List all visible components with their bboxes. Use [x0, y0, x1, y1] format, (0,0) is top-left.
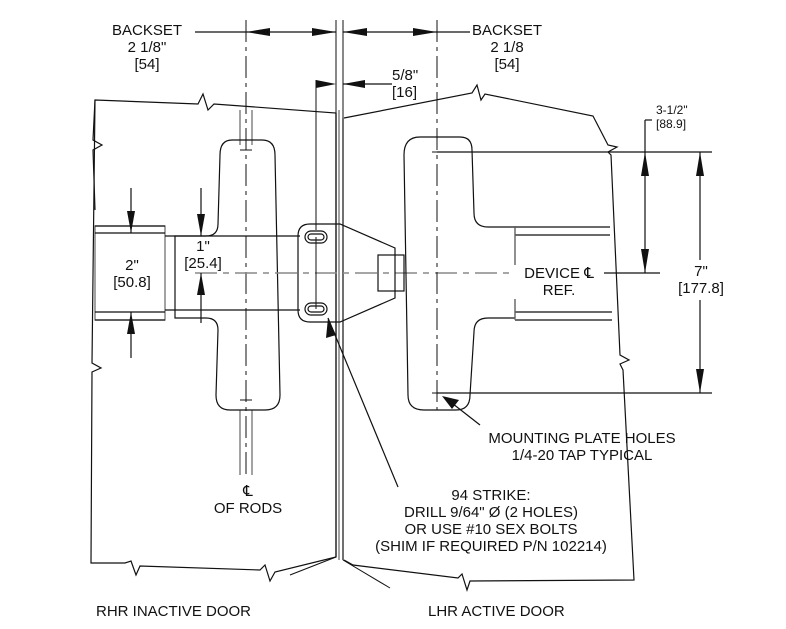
strike-offset-imperial: 1" [196, 238, 210, 255]
backset-right-label: BACKSET 2 1/8 [54] [468, 22, 546, 73]
strike-offset-label: 1" [25.4] [180, 238, 226, 272]
plate-height-label: 7" [177.8] [676, 263, 726, 297]
rod-housing-label: 2" [50.8] [110, 257, 154, 291]
mounting-holes-line1: MOUNTING PLATE HOLES [488, 430, 676, 447]
rods-cl-text: OF RODS [213, 500, 283, 517]
plate-height-imperial: 7" [694, 263, 708, 280]
strike-leader [327, 317, 399, 488]
strike-note-line1: 94 STRIKE: [451, 487, 531, 504]
offset-top-label: 3-1/2" [88.9] [656, 103, 688, 131]
backset-left-label: BACKSET 2 1/8" [54] [112, 22, 182, 73]
mounting-holes-line2: 1/4-20 TAP TYPICAL [511, 447, 653, 464]
device-cl-label: DEVICE ℄ REF. [514, 265, 604, 299]
backset-right-imperial: 2 1/8 [490, 39, 524, 56]
backset-left-title: BACKSET [112, 22, 183, 39]
gap-imperial: 5/8" [392, 67, 419, 84]
gap-metric: [16] [392, 84, 418, 101]
right-device-body [403, 136, 516, 411]
plate-height-metric: [177.8] [678, 280, 724, 297]
offset-top-metric: [88.9] [656, 117, 687, 131]
left-device-body [174, 139, 281, 411]
mounting-holes-note: MOUNTING PLATE HOLES 1/4-20 TAP TYPICAL [472, 430, 692, 464]
backset-right-metric: [54] [494, 56, 520, 73]
strike-note-line3: OR USE #10 SEX BOLTS [404, 521, 578, 538]
offset-top-imperial: 3-1/2" [656, 103, 688, 117]
strike-note-line2: DRILL 9/64" Ø (2 HOLES) [403, 504, 578, 521]
strike-note-line4: (SHIM IF REQUIRED P/N 102214) [375, 538, 607, 555]
backset-left-metric: [54] [134, 56, 160, 73]
gap-dimension-label: 5/8" [16] [392, 67, 432, 101]
centerline-symbol-icon: ℄ [243, 483, 253, 500]
left-door-title: RHR INACTIVE DOOR [96, 603, 252, 620]
device-cl-text: DEVICE [524, 265, 581, 282]
rod-housing-metric: [50.8] [113, 274, 151, 291]
right-door-title: LHR ACTIVE DOOR [428, 603, 565, 620]
device-cl-ref: REF. [542, 282, 576, 299]
backset-right-title: BACKSET [471, 22, 543, 39]
right-door-outline [343, 83, 635, 592]
backset-left-imperial: 2 1/8" [127, 39, 167, 56]
rod-housing-imperial: 2" [125, 257, 139, 274]
rods-cl-label: ℄ OF RODS [208, 483, 288, 517]
strike-keeper [377, 254, 405, 292]
left-door-outline [90, 92, 337, 583]
strike-note: 94 STRIKE: DRILL 9/64" Ø (2 HOLES) OR US… [360, 487, 622, 555]
strike-offset-metric: [25.4] [184, 255, 222, 272]
centerline-symbol-icon: ℄ [584, 265, 594, 282]
